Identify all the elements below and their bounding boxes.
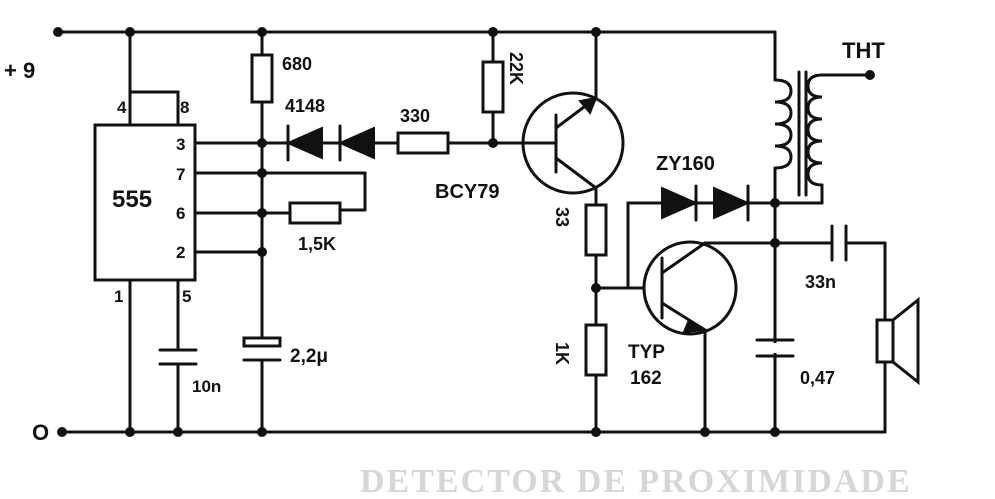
cap-2u2-label: 2,2μ bbox=[290, 346, 328, 367]
transistor-bcy79-label: BCY79 bbox=[435, 181, 499, 203]
pin-4-label: 4 bbox=[117, 98, 127, 117]
pin-6-label: 6 bbox=[176, 204, 185, 223]
transistor-typ162 bbox=[642, 240, 738, 336]
pin-2-label: 2 bbox=[176, 243, 185, 262]
diode-4148-b bbox=[337, 126, 375, 160]
junction-pin3 bbox=[257, 138, 267, 148]
junction-pin7 bbox=[257, 168, 267, 178]
tht-output-terminal bbox=[865, 70, 875, 80]
transformer-tht-label: THT bbox=[842, 38, 885, 63]
resistor-1k bbox=[584, 323, 608, 377]
cap-047-gap bbox=[770, 343, 780, 353]
speaker-cone bbox=[891, 296, 920, 386]
q2-collector bbox=[660, 241, 707, 275]
q1-collector bbox=[554, 156, 598, 190]
resistor-330-label: 330 bbox=[400, 106, 430, 126]
zener-left-wire bbox=[626, 201, 664, 290]
junction-vcc-2 bbox=[257, 27, 267, 37]
junction-vcc-3 bbox=[488, 27, 498, 37]
junction-q1-base bbox=[488, 138, 498, 148]
cap-2u2-plate-top bbox=[242, 336, 282, 348]
junction-gnd-4 bbox=[591, 427, 601, 437]
ground-terminal bbox=[57, 427, 67, 437]
junction-gnd-1 bbox=[125, 427, 135, 437]
ic-555-body bbox=[93, 123, 197, 282]
transistor-typ-label: TYP bbox=[628, 342, 665, 363]
cap-10n-label: 10n bbox=[192, 377, 221, 396]
ic-555-label: 555 bbox=[112, 186, 152, 213]
junction-pin6 bbox=[257, 208, 267, 218]
q2-emitter-arrow bbox=[682, 318, 709, 334]
junction-gnd-2 bbox=[173, 427, 183, 437]
transistor-162-label: 162 bbox=[630, 368, 662, 389]
pin-5-label: 5 bbox=[182, 287, 191, 306]
junction-vcc-1 bbox=[125, 27, 135, 37]
resistor-22k bbox=[481, 60, 505, 114]
pin-7-label: 7 bbox=[176, 165, 185, 184]
resistor-33 bbox=[584, 203, 608, 257]
zener-zy160-label: ZY160 bbox=[656, 153, 715, 175]
resistor-1-5k bbox=[288, 201, 342, 225]
pin4-pin8-link bbox=[128, 90, 180, 127]
junction-vcc-4 bbox=[591, 27, 601, 37]
positive-terminal bbox=[53, 27, 63, 37]
positive-supply-label: + 9 bbox=[4, 58, 35, 83]
resistor-330 bbox=[396, 131, 450, 155]
cap-047-label: 0,47 bbox=[800, 368, 835, 388]
footer-caption: DETECTOR DE PROXIMIDADE bbox=[360, 463, 912, 499]
junction-gnd-5 bbox=[700, 427, 710, 437]
diode-4148-a bbox=[285, 126, 323, 160]
pin-3-label: 3 bbox=[176, 135, 185, 154]
resistor-1-5k-label: 1,5K bbox=[298, 234, 336, 254]
speaker-magnet bbox=[875, 318, 895, 364]
junction-gnd-3 bbox=[257, 427, 267, 437]
cap-33n-label: 33n bbox=[805, 272, 836, 292]
ground-label: O bbox=[32, 420, 49, 445]
resistor-22k-label: 22K bbox=[506, 52, 526, 85]
pin-1-label: 1 bbox=[114, 287, 123, 306]
resistor-680 bbox=[250, 53, 274, 104]
diode-4148-label: 4148 bbox=[285, 96, 325, 116]
pin-8-label: 8 bbox=[180, 98, 189, 117]
junction-gnd-6 bbox=[770, 427, 780, 437]
resistor-680-label: 680 bbox=[282, 54, 312, 74]
q1-emitter-arrow bbox=[578, 96, 598, 115]
resistor-33-label: 33 bbox=[552, 207, 572, 227]
resistor-1k-label: 1K bbox=[552, 342, 572, 365]
zener-zy160-a bbox=[661, 186, 699, 220]
transistor-bcy79 bbox=[521, 91, 625, 195]
zener-zy160-b bbox=[713, 186, 751, 220]
tht-primary-coil bbox=[773, 78, 793, 170]
junction-q2-base bbox=[591, 283, 601, 293]
tht-secondary-coil bbox=[806, 73, 824, 187]
